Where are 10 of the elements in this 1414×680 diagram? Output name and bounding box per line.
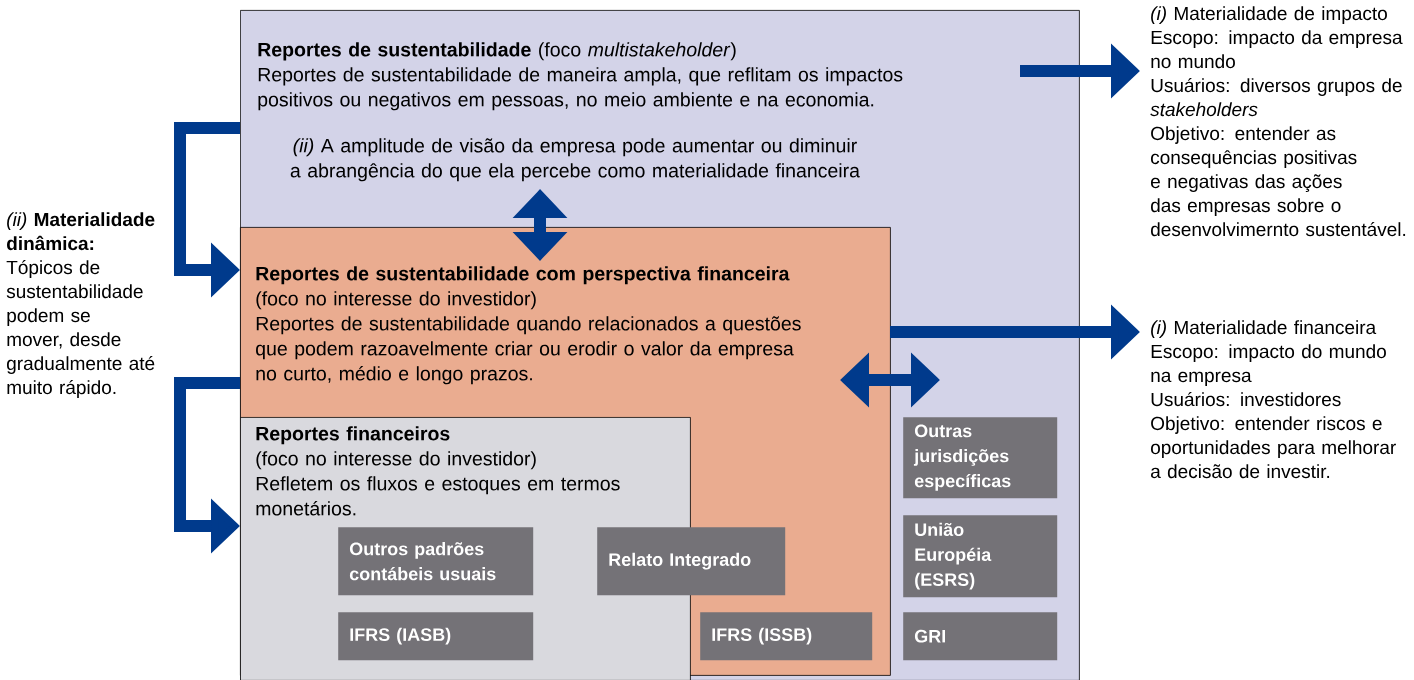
materiality-note: (i) Materialidade de impacto Escopo: impacto da empresa no mundo Usuários: diversos grupos de stakeholders Objetivo: entender as consequências positivas e negativas das ações das empresas sobre o desenvolvimernto sustentável. <box>1150 6 1406 237</box>
standard-box: GRI <box>903 612 1058 661</box>
materiality-note: (i) Materialidade financeira Escopo: impacto do mundo na empresa Usuários: investidores Objetivo: entender riscos e oportunidades para melhorar a decisão de investir. <box>1151 320 1396 479</box>
standard-box: União Européia (ESRS) <box>903 515 1058 598</box>
side-note: (ii) Materialidade dinâmica: Tópicos de sustentabilidade podem se mover, desde gradualmente até muito rápido. <box>6 212 155 398</box>
standard-box: Relato Integrado <box>597 527 786 596</box>
standard-box: Outras jurisdições específicas <box>903 417 1058 499</box>
standard-box: Outros padrões contábeis usuais <box>338 527 534 596</box>
standard-box: IFRS (ISSB) <box>700 612 873 661</box>
standard-box: IFRS (IASB) <box>338 612 534 661</box>
